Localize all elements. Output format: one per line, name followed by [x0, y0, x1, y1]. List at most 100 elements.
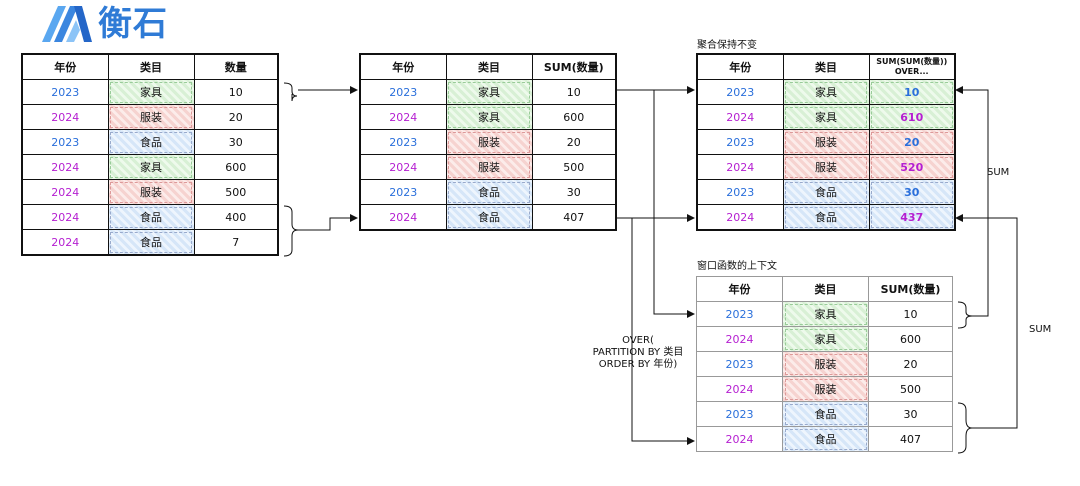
value-cell: 400: [193, 204, 279, 230]
value-cell: 30: [531, 179, 617, 205]
year-cell: 2023: [359, 179, 447, 205]
running-sum-cell: 610: [868, 104, 956, 130]
year-cell: 2023: [696, 401, 783, 427]
category-cell: 服装: [107, 179, 195, 205]
category-cell: 服装: [445, 154, 533, 180]
year-cell: 2024: [696, 326, 783, 352]
arrow-sum-upper: [955, 86, 989, 317]
logo-mark-icon: [42, 6, 92, 42]
year-cell: 2023: [21, 129, 109, 155]
category-cell: 食品: [107, 229, 195, 256]
year-cell: 2023: [696, 301, 783, 327]
column-header-year: 年份: [696, 276, 783, 302]
column-header-year: 年份: [696, 53, 784, 80]
table-header-row: 年份 类目 SUM(SUM(数量)) OVER...: [696, 53, 956, 80]
logo: 衡石: [40, 4, 168, 44]
over-line-2: PARTITION BY 类目: [592, 347, 684, 358]
running-sum-cell: 520: [868, 154, 956, 180]
column-header-window-sum: SUM(SUM(数量)) OVER...: [868, 53, 956, 80]
running-sum-cell: 30: [868, 179, 956, 205]
category-cell: 服装: [445, 129, 533, 155]
category-cell: 食品: [445, 179, 533, 205]
value-cell: 500: [193, 179, 279, 205]
logo-text: 衡石: [98, 4, 168, 44]
arrow-source-to-agg-2: [298, 214, 358, 231]
brace-icon: [957, 402, 973, 454]
year-cell: 2024: [359, 104, 447, 130]
category-cell: 服装: [782, 376, 869, 402]
result-caption: 聚合保持不变: [697, 40, 757, 51]
category-cell: 家具: [782, 326, 869, 352]
column-header-category: 类目: [445, 53, 533, 80]
brace-icon: [283, 82, 298, 102]
year-cell: 2023: [696, 179, 784, 205]
category-cell: 服装: [782, 129, 870, 155]
year-cell: 2024: [696, 426, 783, 452]
year-cell: 2023: [696, 351, 783, 377]
year-cell: 2023: [359, 129, 447, 155]
year-cell: 2023: [21, 79, 109, 105]
category-cell: 食品: [782, 426, 869, 452]
arrow-sum-lower: [955, 214, 1018, 429]
category-cell: 食品: [782, 179, 870, 205]
over-line-3: ORDER BY 年份): [598, 359, 678, 370]
category-cell: 食品: [445, 204, 533, 231]
year-cell: 2024: [21, 229, 109, 256]
value-cell: 407: [531, 204, 617, 231]
value-cell: 500: [531, 154, 617, 180]
category-cell: 服装: [782, 154, 870, 180]
value-cell: 10: [868, 301, 953, 327]
category-cell: 食品: [107, 204, 195, 230]
year-cell: 2024: [696, 154, 784, 180]
year-cell: 2024: [696, 104, 784, 130]
value-cell: 600: [531, 104, 617, 130]
over-clause-label: OVER( PARTITION BY 类目 ORDER BY 年份): [578, 335, 698, 371]
sum-label-lower: SUM: [1029, 324, 1052, 335]
category-cell: 服装: [107, 104, 195, 130]
value-cell: 600: [193, 154, 279, 180]
year-cell: 2024: [359, 204, 447, 231]
window-caption: 窗口函数的上下文: [697, 261, 777, 272]
arrow-agg-to-window-6: [631, 218, 695, 445]
year-cell: 2024: [21, 154, 109, 180]
arrow-agg-to-window-1: [653, 90, 695, 318]
brace-icon: [957, 301, 973, 329]
value-cell: 20: [868, 351, 953, 377]
brace-icon: [283, 205, 299, 257]
value-cell: 20: [531, 129, 617, 155]
sum-label-upper: SUM: [987, 167, 1010, 178]
running-sum-cell: 437: [868, 204, 956, 231]
category-cell: 家具: [445, 104, 533, 130]
category-cell: 家具: [107, 79, 195, 105]
column-header-category: 类目: [107, 53, 195, 80]
value-cell: 7: [193, 229, 279, 256]
column-header-sum: SUM(数量): [868, 276, 953, 302]
value-cell: 10: [531, 79, 617, 105]
running-sum-cell: 20: [868, 129, 956, 155]
